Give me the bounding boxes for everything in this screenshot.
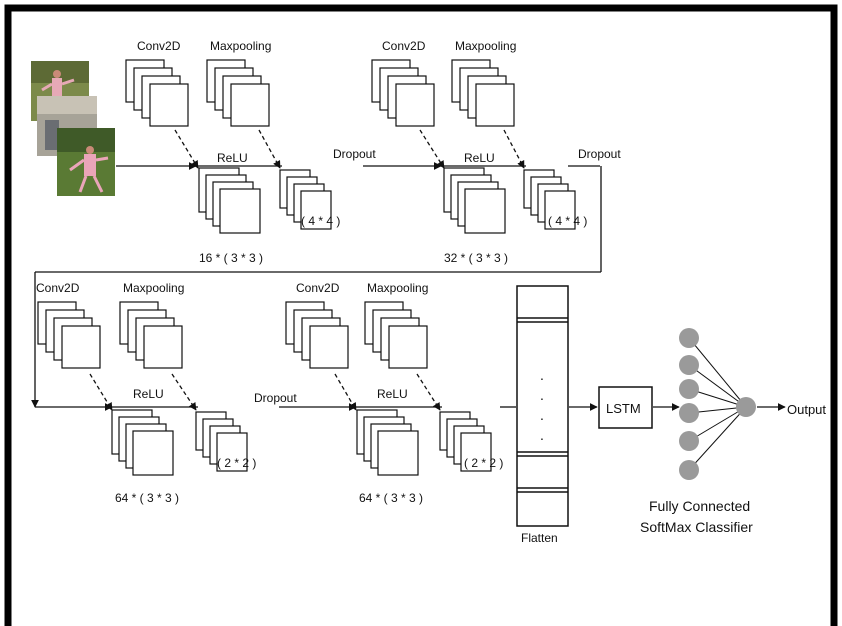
feature-map-sheet [475,83,515,127]
feature-map-sheet [61,325,101,369]
relu-label: ReLU [133,387,164,401]
relu-label: ReLU [377,387,408,401]
conv-filter-label: 64 * ( 3 * 3 ) [359,491,423,505]
feature-map-sheet [309,325,349,369]
output-label: Output [787,402,826,417]
maxpool-filter-stack [119,301,183,369]
relu-output-stack [198,167,261,234]
feature-map-sheet [143,325,183,369]
hidden-neuron [679,431,699,451]
dashed-connector [334,373,357,411]
feature-map-sheet [300,190,332,230]
dashed-connector [89,373,113,411]
maxpool-filter-stack [364,301,428,369]
conv2d-label: Conv2D [36,281,80,295]
feature-map-sheet [216,432,248,472]
flatten-dot: . [540,367,544,383]
dashed-connector [419,129,445,169]
feature-map-sheet [132,430,174,476]
pooled-output-stack [279,169,332,230]
conv2d-filter-stack [285,301,349,369]
maxpooling-label: Maxpooling [123,281,184,295]
flatten-label: Flatten [521,531,558,545]
dashed-connector [416,373,441,411]
feature-map-sheet [230,83,270,127]
fully-connected-classifier [679,328,786,480]
conv2d-label: Conv2D [296,281,340,295]
fc-connection [688,406,747,442]
hidden-neuron [679,460,699,480]
relu-label: ReLU [217,151,248,165]
feature-map-sheet [544,190,576,230]
outer-frame [4,4,838,626]
output-neuron [736,397,756,417]
feature-map-sheet [219,188,261,234]
dropout-label: Dropout [254,391,297,405]
conv-filter-label: 64 * ( 3 * 3 ) [115,491,179,505]
hidden-neuron [679,379,699,399]
dropout-label: Dropout [333,147,376,161]
pooled-output-stack [195,411,248,472]
maxpool-filter-stack [451,59,515,127]
conv2d-label: Conv2D [382,39,426,53]
conv2d-filter-stack [125,59,189,127]
pool-size-label: ( 4 * 4 ) [301,214,340,228]
lstm-label: LSTM [606,401,641,416]
feature-map-sheet [464,188,506,234]
maxpooling-label: Maxpooling [455,39,516,53]
relu-output-stack [111,409,174,476]
conv-filter-label: 32 * ( 3 * 3 ) [444,251,508,265]
dropout-label: Dropout [578,147,621,161]
network-layers [31,59,680,476]
flatten-layer: . . . . [516,285,569,527]
hidden-neuron [679,328,699,348]
maxpooling-label: Maxpooling [367,281,428,295]
classifier-label-line1: Fully Connected [649,498,750,514]
hidden-neuron [679,355,699,375]
input-frame-3 [57,128,115,196]
feature-map-sheet [377,430,419,476]
fc-connection [688,337,747,408]
relu-output-stack [443,167,506,234]
pooled-output-stack [523,169,576,230]
maxpool-filter-stack [206,59,270,127]
hidden-neuron [679,403,699,423]
dashed-connector [171,373,197,411]
dashed-connector [503,129,525,169]
feature-map-sheet [395,83,435,127]
relu-label: ReLU [464,151,495,165]
feature-map-sheet [460,432,492,472]
input-video-frames [31,61,115,196]
fc-connection [688,364,747,408]
feature-map-sheet [149,83,189,127]
classifier-label-line2: SoftMax Classifier [640,519,753,535]
conv2d-filter-stack [37,301,101,369]
feature-map-sheet [388,325,428,369]
conv-filter-label: 16 * ( 3 * 3 ) [199,251,263,265]
maxpooling-label: Maxpooling [210,39,271,53]
flatten-dot: . [540,407,544,423]
relu-output-stack [356,409,419,476]
pool-size-label: ( 2 * 2 ) [217,456,256,470]
fc-connection [688,406,747,471]
pooled-output-stack [439,411,492,472]
conv2d-filter-stack [371,59,435,127]
pool-size-label: ( 2 * 2 ) [464,456,503,470]
flatten-dot: . [540,387,544,403]
flatten-dot: . [540,427,544,443]
dashed-connector [174,129,199,169]
dashed-connector [258,129,281,169]
lstm-box [598,386,653,429]
pool-size-label: ( 4 * 4 ) [548,214,587,228]
conv2d-label: Conv2D [137,39,181,53]
